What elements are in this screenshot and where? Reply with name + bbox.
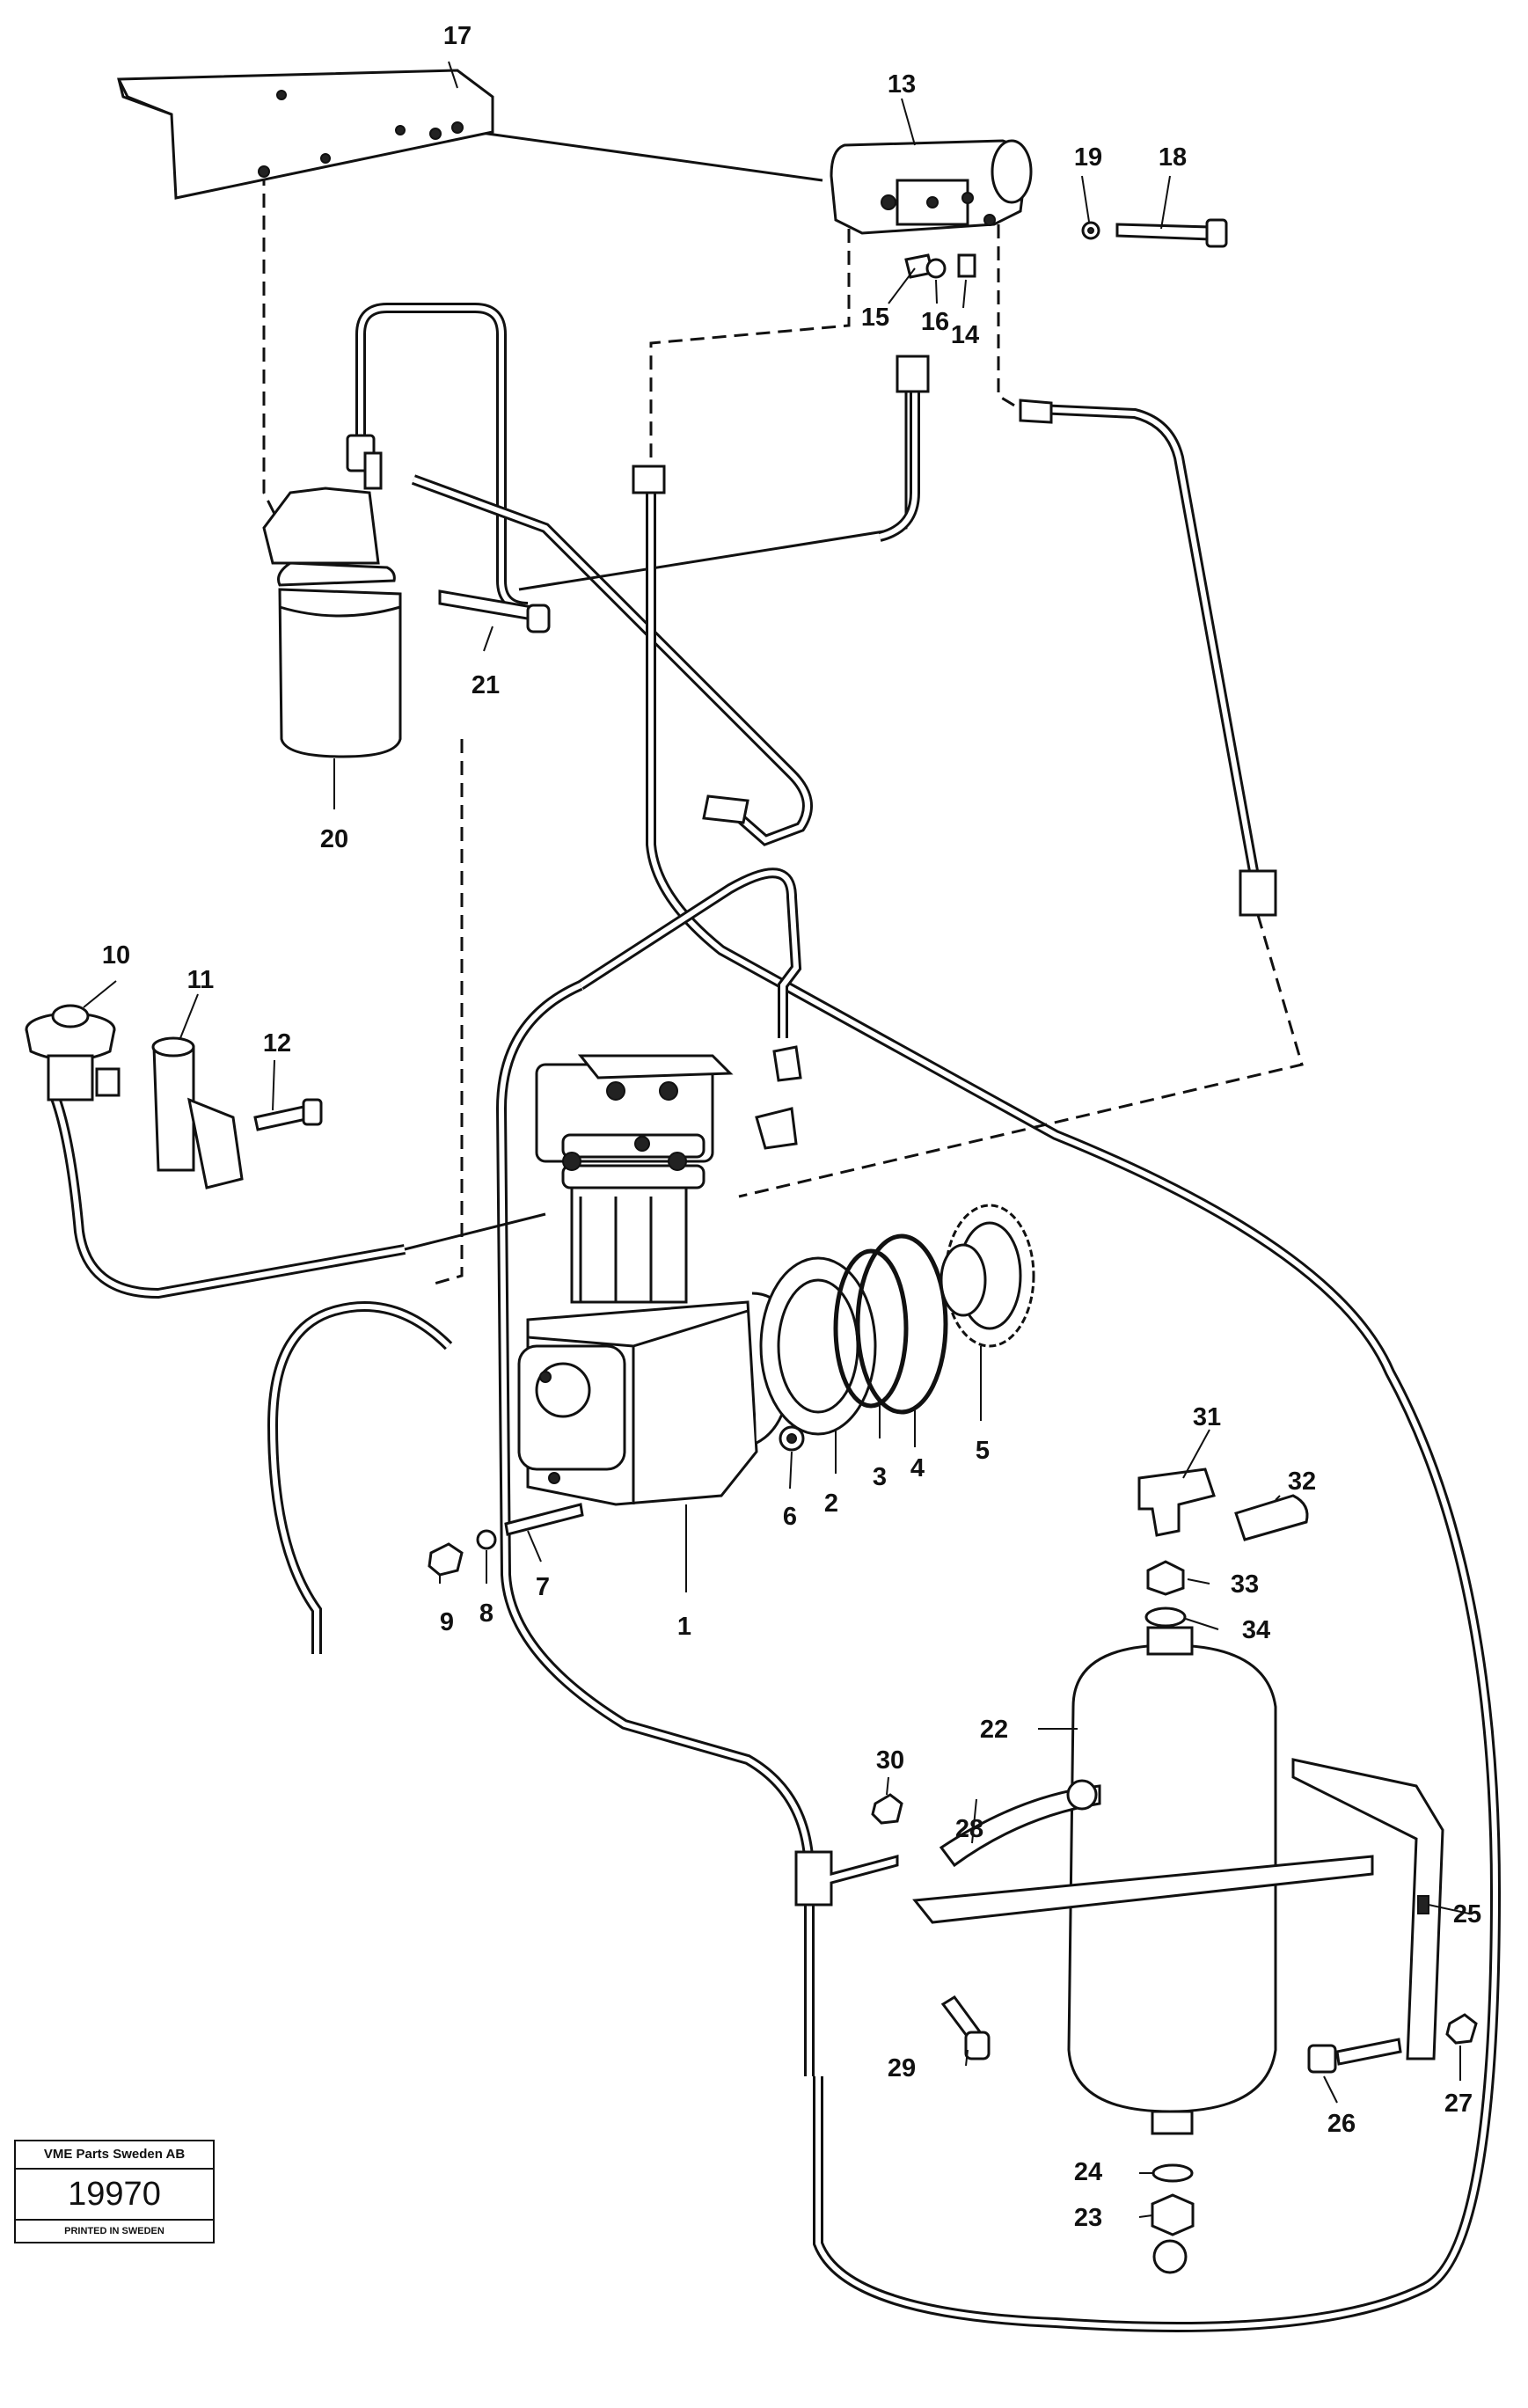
stud-washer	[476, 1529, 497, 1550]
callout-6: 6	[783, 1503, 797, 1531]
stud	[504, 1503, 584, 1536]
callout-8: 8	[479, 1599, 493, 1628]
callout-15: 15	[861, 304, 889, 332]
callout-5: 5	[976, 1437, 990, 1465]
callout-21: 21	[472, 671, 500, 699]
drawing-stamp: VME Parts Sweden AB 19970 PRINTED IN SWE…	[14, 2140, 215, 2243]
o-ring-large	[855, 1233, 948, 1415]
drive-gear	[939, 1204, 1035, 1348]
tank-strap	[939, 1784, 1101, 1868]
callout-12: 12	[263, 1029, 291, 1058]
strap-nut	[871, 1793, 903, 1825]
callout-4: 4	[910, 1454, 925, 1482]
oil-hose	[267, 1301, 453, 1654]
inlet-pipe	[151, 1036, 244, 1189]
drain-valve	[1151, 2193, 1195, 2236]
o-ring-small	[833, 1248, 909, 1409]
callout-32: 32	[1288, 1467, 1316, 1496]
nipple-nut	[1146, 1560, 1185, 1596]
stamp-printed-note: PRINTED IN SWEDEN	[16, 2219, 213, 2242]
unloader-valve	[830, 139, 1033, 235]
callout-31: 31	[1193, 1403, 1221, 1431]
callout-13: 13	[888, 70, 916, 99]
head-outlet-pipe	[577, 867, 802, 1038]
stamp-company: VME Parts Sweden AB	[16, 2141, 213, 2170]
dashed-valve-right	[997, 224, 1021, 411]
check-valve	[1234, 1494, 1309, 1541]
callout-19: 19	[1074, 143, 1102, 172]
callout-20: 20	[320, 825, 348, 853]
bracket-valve-line	[474, 130, 823, 182]
callout-26: 26	[1327, 2110, 1356, 2138]
callout-25: 25	[1453, 1900, 1481, 1929]
callout-3: 3	[873, 1463, 887, 1491]
seal-washer	[925, 258, 947, 279]
clamp-bolt	[253, 1105, 308, 1131]
callout-16: 16	[921, 308, 949, 336]
callout-22: 22	[980, 1716, 1008, 1744]
bracket-nut	[1445, 2013, 1478, 2045]
sealing-washer	[1144, 1607, 1187, 1628]
callout-33: 33	[1231, 1570, 1259, 1599]
callout-10: 10	[102, 941, 130, 970]
filter-outlet-pipe	[411, 474, 813, 846]
callout-18: 18	[1159, 143, 1187, 172]
strap-bracket	[1291, 1758, 1444, 2060]
dashed-valve-left	[649, 229, 851, 457]
stamp-drawing-number: 19970	[68, 2176, 161, 2213]
bracket	[117, 69, 494, 200]
callout-7: 7	[536, 1573, 550, 1601]
tee-fitting	[1137, 1467, 1216, 1537]
air-filter	[262, 434, 402, 758]
dashed-left-vertical	[430, 739, 464, 1286]
dashed-bracket-filter	[262, 172, 288, 538]
callout-34: 34	[1242, 1616, 1270, 1644]
callout-30: 30	[876, 1746, 904, 1775]
callout-28: 28	[955, 1815, 983, 1843]
callout-24: 24	[1074, 2158, 1102, 2186]
air-inlet-cap	[25, 1004, 121, 1102]
callout-9: 9	[440, 1608, 454, 1636]
right-signal-pipe	[1037, 404, 1259, 873]
bolt	[1115, 223, 1211, 241]
air-compressor	[517, 1054, 793, 1506]
callout-2: 2	[824, 1489, 838, 1518]
callout-27: 27	[1444, 2090, 1473, 2118]
callout-1: 1	[677, 1613, 691, 1641]
filter-bolt	[438, 589, 534, 621]
dashed-right-compressor	[738, 914, 1304, 1198]
callout-23: 23	[1074, 2204, 1102, 2232]
stud-nut	[428, 1542, 464, 1577]
drain-washer	[1151, 2163, 1194, 2183]
callout-14: 14	[951, 321, 979, 349]
plug	[957, 253, 976, 278]
callout-29: 29	[888, 2054, 916, 2082]
callout-11: 11	[187, 966, 215, 994]
bracket-bolt	[1335, 2038, 1402, 2066]
callout-17: 17	[443, 22, 472, 50]
